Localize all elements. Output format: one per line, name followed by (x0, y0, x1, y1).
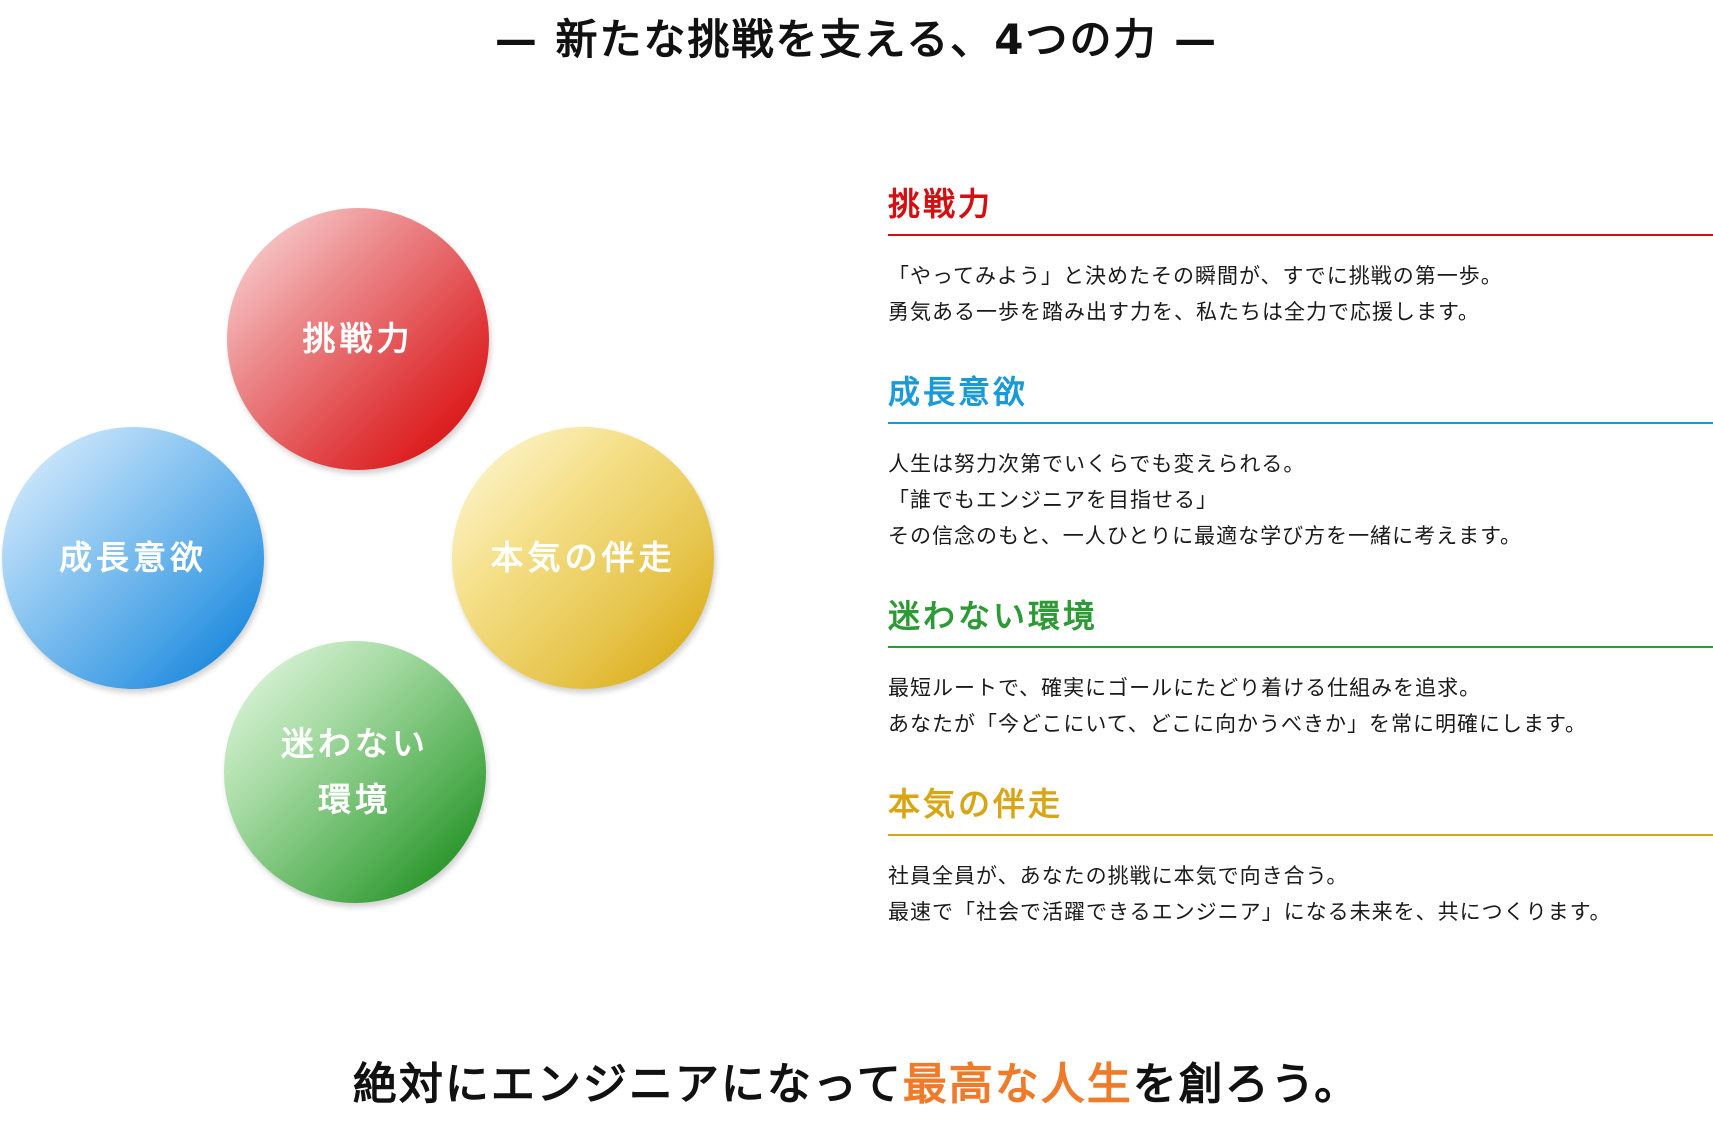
section-body: 「やってみよう」と決めたその瞬間が、すでに挑戦の第一歩。 勇気ある一歩を踏み出す… (888, 236, 1713, 330)
section-environment: 迷わない環境 最短ルートで、確実にゴールにたどり着ける仕組みを追求。 あなたが「… (888, 592, 1713, 742)
tagline-before: 絶対にエンジニアになって (352, 1059, 903, 1110)
tagline-highlight: 最高な人生 (902, 1059, 1133, 1110)
section-title: 挑戦力 (888, 180, 1713, 236)
circle-label: 本気の伴走 (490, 538, 676, 577)
body-line: 「やってみよう」と決めたその瞬間が、すでに挑戦の第一歩。 (888, 264, 1503, 288)
section-title: 成長意欲 (888, 368, 1713, 424)
section-support: 本気の伴走 社員全員が、あなたの挑戦に本気で向き合う。 最速で「社会で活躍できる… (888, 780, 1713, 930)
section-body: 最短ルートで、確実にゴールにたどり着ける仕組みを追求。 あなたが「今どこにいて、… (888, 648, 1713, 742)
circle-label-line2: 環境 (318, 780, 392, 819)
body-line: 最速で「社会で活躍できるエンジニア」になる未来を、共につくります。 (888, 900, 1612, 924)
body-line: 「誰でもエンジニアを目指せる」 (888, 488, 1218, 512)
circle-label: 成長意欲 (59, 538, 207, 577)
circle-growth: 成長意欲 (2, 427, 264, 689)
section-body: 人生は努力次第でいくらでも変えられる。 「誰でもエンジニアを目指せる」 その信念… (888, 424, 1713, 554)
circle-challenge: 挑戦力 (227, 208, 489, 470)
body-line: あなたが「今どこにいて、どこに向かうべきか」を常に明確にします。 (888, 712, 1587, 736)
section-challenge: 挑戦力 「やってみよう」と決めたその瞬間が、すでに挑戦の第一歩。 勇気ある一歩を… (888, 180, 1713, 330)
body-line: 人生は努力次第でいくらでも変えられる。 (888, 452, 1306, 476)
tagline: 絶対にエンジニアになって最高な人生を創ろう。 (0, 1055, 1713, 1115)
body-line: その信念のもと、一人ひとりに最適な学び方を一緒に考えます。 (888, 524, 1523, 548)
body-line: 最短ルートで、確実にゴールにたどり着ける仕組みを追求。 (888, 676, 1482, 700)
body-line: 勇気ある一歩を踏み出す力を、私たちは全力で応援します。 (888, 300, 1480, 324)
section-growth: 成長意欲 人生は努力次第でいくらでも変えられる。 「誰でもエンジニアを目指せる」… (888, 368, 1713, 554)
tagline-after: を創ろう。 (1132, 1059, 1361, 1110)
page-title: — 新たな挑戦を支える、4つの力 — (494, 15, 1219, 64)
circle-environment: 迷わない 環境 (224, 641, 486, 903)
circle-label-line1: 迷わない (281, 724, 429, 763)
circle-label: 挑戦力 (302, 319, 414, 358)
section-body: 社員全員が、あなたの挑戦に本気で向き合う。 最速で「社会で活躍できるエンジニア」… (888, 836, 1713, 930)
body-line: 社員全員が、あなたの挑戦に本気で向き合う。 (888, 864, 1349, 888)
circle-support: 本気の伴走 (452, 427, 714, 689)
section-title: 本気の伴走 (888, 780, 1713, 836)
section-title: 迷わない環境 (888, 592, 1713, 648)
